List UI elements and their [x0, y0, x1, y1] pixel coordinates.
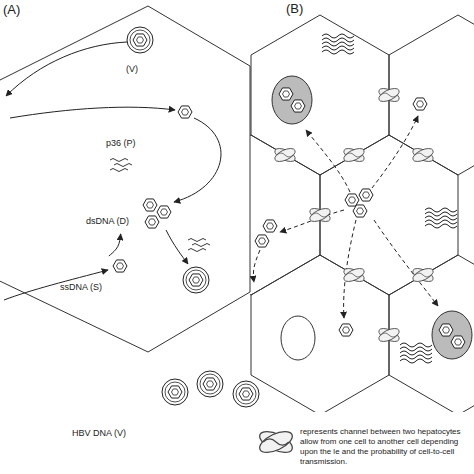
capsid-symbol	[263, 220, 277, 232]
channel-symbol	[273, 146, 297, 164]
channel-symbol	[342, 266, 366, 284]
panel-label: (B)	[286, 2, 303, 16]
protein-squiggle	[188, 239, 210, 252]
stage-label: (V)	[126, 64, 138, 75]
protein-squiggle	[400, 343, 432, 363]
cycle-arrow	[174, 118, 221, 202]
hepatocyte-outline	[320, 135, 458, 295]
capsid-symbol	[178, 106, 192, 118]
legend-channel-sample	[257, 427, 296, 456]
capsid-symbol	[451, 336, 465, 348]
legend-entry: represents channel between two hepatocyt…	[300, 427, 472, 467]
virion-symbol	[233, 381, 259, 407]
capsid-symbol	[291, 100, 305, 112]
virion-symbol	[162, 379, 188, 405]
transmission-arrow	[253, 250, 260, 282]
protein-squiggle	[322, 34, 354, 54]
transmission-arrow	[306, 130, 350, 192]
release-arrow	[166, 230, 188, 264]
hepatocyte-outline	[250, 135, 320, 295]
virion-symbol	[183, 267, 209, 293]
virion-symbol	[197, 371, 223, 397]
stage-label: HBV DNA (V)	[72, 428, 126, 439]
capsid-symbol	[279, 88, 293, 100]
capsid-symbol	[255, 235, 269, 247]
channel-symbol	[308, 206, 332, 224]
channel-symbol	[257, 427, 296, 456]
capsid-symbol	[113, 260, 127, 272]
stage-group: (V)	[118, 22, 164, 78]
capsid-symbol	[439, 324, 453, 336]
protein-squiggle	[425, 208, 457, 228]
virion-symbol	[127, 27, 153, 53]
entry-arrow	[6, 42, 127, 96]
hepatocyte-outline	[251, 255, 389, 412]
capsid-symbol	[345, 194, 359, 206]
channel-symbol	[342, 146, 366, 164]
infected-nucleus	[272, 76, 312, 124]
stage-label: dsDNA (D)	[86, 216, 129, 227]
stage-group: p36 (P)	[104, 138, 156, 172]
capsid-symbol	[157, 206, 171, 218]
process-arrow	[109, 234, 121, 256]
infected-nucleus	[432, 311, 472, 359]
hepatocyte-outline	[389, 15, 474, 175]
stage-group: ssDNA (S)	[58, 256, 136, 300]
capsid-symbol	[145, 216, 159, 228]
channel-symbol	[377, 86, 401, 104]
stage-label: ssDNA (S)	[60, 282, 102, 293]
legend-text: represents channel between two hepatocyt…	[300, 427, 461, 466]
hepatocyte-outline	[251, 15, 389, 175]
channel-symbol	[411, 146, 435, 164]
capsid-symbol	[413, 98, 427, 110]
uninfected-nucleus	[281, 316, 315, 360]
capsid-symbol	[353, 205, 367, 217]
infection-arrow	[4, 270, 108, 300]
hepatocyte-outline	[389, 255, 474, 412]
stage-label: p36 (P)	[106, 138, 136, 149]
transmission-arrow	[374, 220, 438, 306]
transmission-arrow	[372, 116, 418, 188]
hepatocyte-outline	[0, 6, 250, 352]
stage-group: HBV DNA (V)	[66, 368, 266, 448]
panel-label: (A)	[3, 3, 20, 17]
capsid-symbol	[359, 189, 373, 201]
protein-squiggle	[110, 159, 132, 172]
capsid-symbol	[339, 324, 353, 336]
channel-symbol	[377, 326, 401, 344]
stage-group: dsDNA (D)	[84, 194, 179, 234]
channel-symbol	[411, 266, 435, 284]
capsid-symbol	[143, 199, 157, 211]
uncoating-arrow	[10, 107, 175, 118]
